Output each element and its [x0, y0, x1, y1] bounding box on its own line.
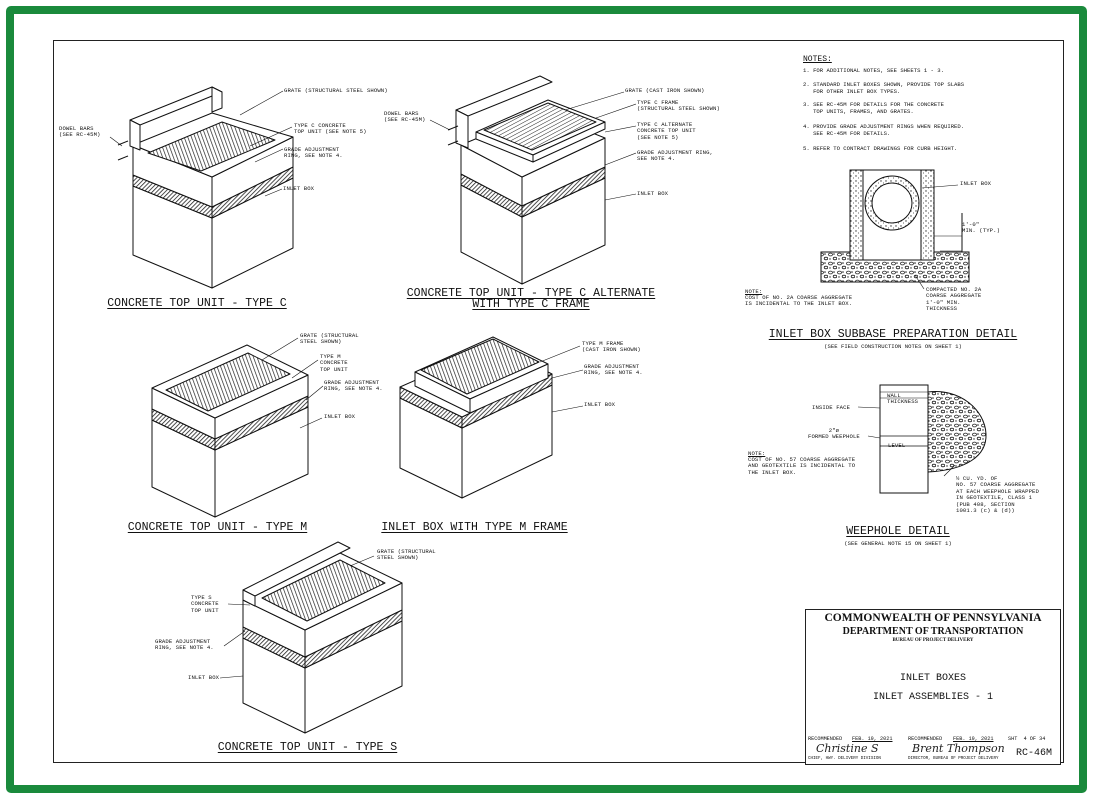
weephole-formed-label: 2"ø FORMED WEEPHOLE [808, 427, 860, 441]
signature-1: Christine S [816, 742, 879, 755]
type-s-ring-label: GRADE ADJUSTMENT RING, SEE NOTE 4. [155, 638, 214, 652]
title-block-org: COMMONWEALTH OF PENNSYLVANIA [824, 612, 1042, 624]
type-s-title: CONCRETE TOP UNIT - TYPE S [217, 741, 398, 754]
type-c-box-label: INLET BOX [283, 185, 315, 192]
note-5: 5. REFER TO CONTRACT DRAWINGS FOR CURB H… [803, 145, 958, 152]
subbase-compacted-label: COMPACTED NO. 2A COARSE AGGREGATE 1'-0" … [926, 286, 982, 313]
drawing-sheet-border [53, 40, 1064, 763]
title-block [805, 609, 1061, 765]
weephole-note: COST OF NO. 57 COARSE AGGREGATE AND GEOT… [748, 456, 856, 476]
signature-2: Brent Thompson [912, 742, 1005, 755]
sheet-title-1: INLET BOXES [899, 673, 966, 684]
type-c-alt-assembly [447, 75, 606, 285]
type-s-grate-label: GRATE (STRUCTURAL STEEL SHOWN) [377, 548, 436, 562]
subbase-subtitle: (SEE FIELD CONSTRUCTION NOTES ON SHEET 1… [824, 343, 962, 350]
subbase-leaders [914, 184, 959, 290]
weephole-wall-label: WALL THICKNESS [887, 392, 919, 406]
type-m-frame-assembly [399, 336, 553, 499]
subbase-detail [820, 169, 970, 283]
type-m-box-label: INLET BOX [324, 413, 356, 420]
type-m-frame-title: INLET BOX WITH TYPE M FRAME [381, 521, 568, 534]
weephole-aggregate-label: ½ CU. YD. OF NO. 57 COARSE AGGREGATE AT … [956, 475, 1039, 515]
type-c-alt-box-label: INLET BOX [637, 190, 669, 197]
subbase-inlet-box-label: INLET BOX [960, 180, 992, 187]
subbase-note: COST OF NO. 2A COARSE AGGREGATE IS INCID… [745, 294, 853, 308]
type-c-alt-leaders [429, 91, 637, 201]
recommended-2-label: RECOMMENDED [908, 736, 943, 742]
title-block-bureau: BUREAU OF PROJECT DELIVERY [892, 638, 974, 643]
type-m-top-label: TYPE M CONCRETE TOP UNIT [320, 353, 348, 373]
type-m-leaders [261, 337, 324, 429]
type-s-box-label: INLET BOX [188, 674, 220, 681]
type-s-leaders [219, 555, 375, 679]
green-frame-border [6, 6, 1087, 793]
type-c-ring-label: GRADE ADJUSTMENT RING, SEE NOTE 4. [284, 146, 343, 160]
sheet-number: SHT 4 OF 34 [1008, 736, 1046, 742]
type-c-alt-title: CONCRETE TOP UNIT - TYPE C ALTERNATE WIT… [406, 287, 656, 311]
note-2: 2. STANDARD INLET BOXES SHOWN, PROVIDE T… [803, 81, 965, 95]
note-4: 4. PROVIDE GRADE ADJUSTMENT RINGS WHEN R… [803, 123, 965, 137]
weephole-inside-label: INSIDE FACE [812, 404, 851, 411]
type-m-ring-label: GRADE ADJUSTMENT RING, SEE NOTE 4. [324, 379, 383, 393]
weephole-leaders [857, 406, 956, 477]
weephole-subtitle: (SEE GENERAL NOTE 15 ON SHEET 1) [844, 540, 952, 547]
weephole-title: WEEPHOLE DETAIL [846, 525, 950, 538]
weephole-note-heading: NOTE: [748, 450, 766, 457]
note-1: 1. FOR ADDITIONAL NOTES, SEE SHEETS 1 - … [803, 67, 944, 74]
type-c-title: CONCRETE TOP UNIT - TYPE C [107, 297, 287, 310]
title-block-department: DEPARTMENT OF TRANSPORTATION [842, 626, 1024, 637]
type-c-leaders [109, 90, 293, 197]
subbase-title: INLET BOX SUBBASE PREPARATION DETAIL [768, 328, 1018, 341]
type-c-alt-top-label: TYPE C ALTERNATE CONCRETE TOP UNIT (SEE … [637, 121, 696, 141]
weephole-detail [879, 384, 987, 494]
subbase-note-heading: NOTE: [745, 288, 763, 295]
subbase-dim-label: 1'-0" MIN. (TYP.) [962, 221, 1001, 235]
type-c-alt-grate-label: GRATE (CAST IRON SHOWN) [625, 87, 705, 94]
type-c-dowel-label: DOWEL BARS (SEE RC-45M) [59, 125, 101, 139]
recommended-2-date: FEB. 19, 2021 [953, 736, 994, 742]
signature-2-role: DIRECTOR, BUREAU OF PROJECT DELIVERY [908, 757, 999, 761]
type-m-frame-frame-label: TYPE M FRAME (CAST IRON SHOWN) [582, 340, 641, 354]
type-c-alt-frame-label: TYPE C FRAME (STRUCTURAL STEEL SHOWN) [637, 99, 720, 113]
note-3: 3. SEE RC-45M FOR DETAILS FOR THE CONCRE… [803, 101, 944, 115]
type-c-grate-label: GRATE (STRUCTURAL STEEL SHOWN) [284, 87, 388, 94]
type-m-frame-leaders [539, 345, 584, 413]
type-m-frame-ring-label: GRADE ADJUSTMENT RING, SEE NOTE 4. [584, 363, 643, 377]
weephole-level-label: LEVEL [888, 442, 906, 449]
type-m-frame-box-label: INLET BOX [584, 401, 616, 408]
type-m-title: CONCRETE TOP UNIT - TYPE M [127, 521, 308, 534]
type-c-alt-dowel-label: DOWEL BARS (SEE RC-45M) [384, 110, 426, 124]
type-c-assembly [117, 86, 294, 289]
notes-heading: NOTES: [803, 55, 832, 64]
type-m-grate-label: GRATE (STRUCTURAL STEEL SHOWN) [300, 332, 359, 346]
type-c-alt-ring-label: GRADE ADJUSTMENT RING, SEE NOTE 4. [637, 149, 714, 163]
recommended-1-date: FEB. 19, 2021 [852, 736, 893, 742]
sheet-title-2: INLET ASSEMBLIES - 1 [872, 692, 994, 703]
type-c-top-label: TYPE C CONCRETE TOP UNIT (SEE NOTE 5) [294, 122, 367, 136]
signature-1-role: CHIEF, HWY. DELIVERY DIVISION [808, 757, 881, 761]
drawing-id: RC-46M [1015, 748, 1052, 759]
type-m-assembly [151, 344, 309, 518]
recommended-1-label: RECOMMENDED [808, 736, 843, 742]
type-s-top-label: TYPE S CONCRETE TOP UNIT [191, 594, 219, 614]
type-s-assembly [242, 541, 403, 734]
